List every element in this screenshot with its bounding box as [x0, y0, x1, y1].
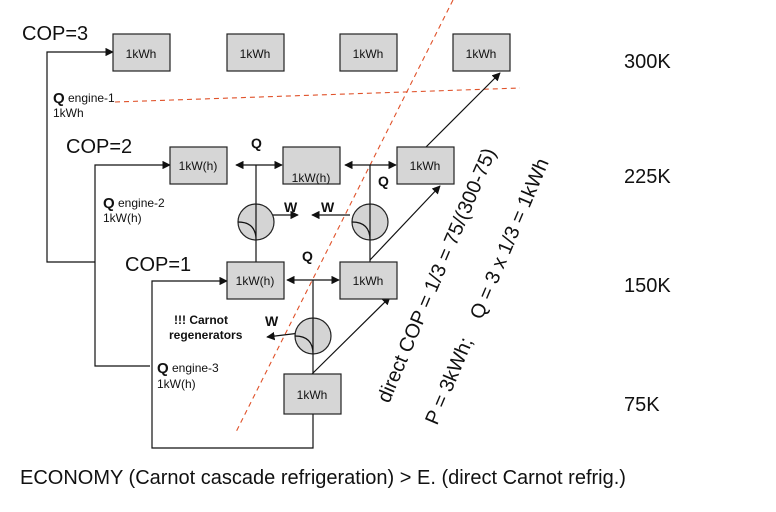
engine-2-name: engine-2	[118, 196, 165, 210]
flow-w-label-bottom: W	[265, 313, 279, 329]
flow-q-label-low: Q	[302, 248, 313, 264]
caption: ECONOMY (Carnot cascade refrigeration) >…	[20, 467, 626, 489]
cop-label-1: COP=1	[125, 254, 191, 276]
engine-1-name: engine-1	[68, 91, 115, 105]
box-mid-center-label: 1kW(h)	[292, 171, 331, 185]
temp-label-300: 300K	[624, 51, 671, 73]
engine-3-q: Q	[157, 360, 169, 377]
box-low-right	[339, 261, 398, 300]
engine-1-q: Q	[53, 90, 65, 107]
temp-label-150: 150K	[624, 275, 671, 297]
engine-1-value: 1kWh	[53, 106, 84, 120]
box-top-3	[339, 33, 398, 72]
separator-dashed-line	[114, 87, 521, 103]
cop-label-2: COP=2	[66, 136, 132, 158]
flow-w-label-left: W	[284, 199, 298, 215]
engine-2-q: Q	[103, 195, 115, 212]
box-bottom	[283, 373, 342, 415]
box-mid-right	[396, 146, 455, 185]
note-line-1: !!! Carnot	[174, 313, 228, 327]
flow-q-label-top: Q	[251, 135, 262, 151]
note-line-2: regenerators	[169, 328, 243, 342]
engine-2-value: 1kW(h)	[103, 211, 142, 225]
engine-3-name: engine-3	[172, 361, 219, 375]
temp-label-225: 225K	[624, 166, 671, 188]
box-top-1	[112, 33, 171, 72]
connector-lines	[46, 47, 501, 449]
box-low-left-label: 1kW(h)	[236, 274, 275, 288]
flow-q-label-right: Q	[378, 173, 389, 189]
box-top-3-label: 1kWh	[353, 47, 384, 61]
temp-label-75: 75K	[624, 394, 660, 416]
box-mid-left	[169, 146, 228, 185]
box-mid-left-label: 1kW(h)	[179, 159, 218, 173]
engine-3-value: 1kW(h)	[157, 377, 196, 391]
box-top-1-label: 1kWh	[126, 47, 157, 61]
box-mid-center	[282, 146, 341, 185]
box-low-left	[226, 261, 285, 300]
engine-2-label: Q engine-2 1kW(h)	[103, 195, 165, 225]
engine-3-label: Q engine-3 1kW(h)	[157, 360, 219, 391]
cop-label-3: COP=3	[22, 23, 88, 45]
box-bottom-label: 1kWh	[297, 388, 328, 402]
box-low-right-label: 1kWh	[353, 274, 384, 288]
box-top-2	[226, 33, 285, 72]
engine-1-label: Q engine-1 1kWh	[53, 90, 115, 120]
box-top-4	[452, 33, 511, 72]
box-mid-right-label: 1kWh	[410, 159, 441, 173]
flow-w-label-right: W	[321, 199, 335, 215]
box-top-2-label: 1kWh	[240, 47, 271, 61]
box-top-4-label: 1kWh	[466, 47, 497, 61]
